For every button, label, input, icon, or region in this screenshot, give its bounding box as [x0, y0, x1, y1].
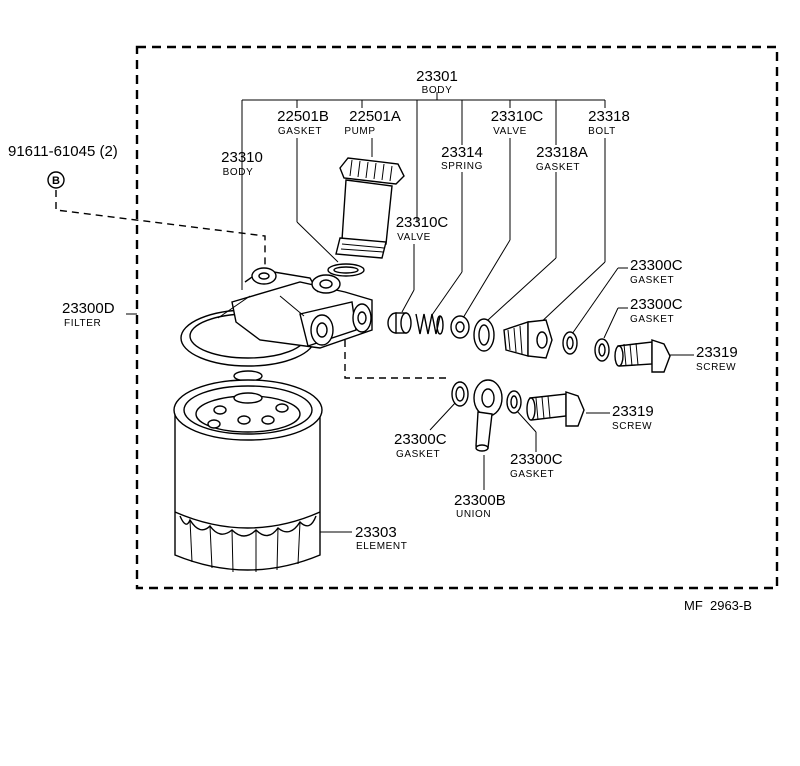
label-23318-number: 23318 — [588, 108, 630, 125]
label-23300c-r2-desc: GASKET — [630, 314, 674, 325]
label-23310c-mid-number: 23310C — [396, 214, 449, 231]
label-23300c-l-desc: GASKET — [396, 449, 440, 460]
assembly-border — [135, 45, 779, 590]
label-22501b-desc: GASKET — [278, 126, 322, 137]
pump-gasket — [327, 263, 365, 277]
label-23319-r2-desc: SCREW — [612, 421, 652, 432]
label-23319-r2-number: 23319 — [612, 403, 654, 420]
label-23300c-r1-desc: GASKET — [630, 275, 674, 286]
bolt-ref-circle — [47, 171, 65, 189]
label-23318a-number: 23318A — [536, 144, 588, 161]
label-23300d-number: 23300D — [62, 300, 115, 317]
label-23310c-top-number: 23310C — [491, 108, 544, 125]
label-23300c-b-number: 23300C — [510, 451, 563, 468]
label-23310-desc: BODY — [223, 167, 254, 178]
filter-head-body — [180, 267, 373, 382]
leader-lines — [126, 92, 694, 533]
valve-row — [387, 312, 671, 373]
label-23310-number: 23310 — [221, 149, 263, 166]
label-23301-desc: BODY — [422, 85, 453, 96]
label-23300c-l-number: 23300C — [394, 431, 447, 448]
figure-code: MF 2963-B — [684, 598, 752, 613]
label-23300c-b-desc: GASKET — [510, 469, 554, 480]
label-23303-desc: ELEMENT — [356, 541, 407, 552]
label-23300b-number: 23300B — [454, 492, 506, 509]
label-23300c-r1-number: 23300C — [630, 257, 683, 274]
label-23301-number: 23301 — [416, 68, 458, 85]
label-23300d-desc: FILTER — [64, 318, 101, 329]
label-23319-r1-desc: SCREW — [696, 362, 736, 373]
filter-element — [173, 379, 323, 573]
label-23319-r1-number: 23319 — [696, 344, 738, 361]
label-bolt-ref-number: 91611-61045 (2) — [8, 143, 118, 160]
label-23310c-top-desc: VALVE — [493, 126, 527, 137]
label-22501b-number: 22501B — [277, 108, 329, 125]
label-23303-number: 23303 — [355, 524, 397, 541]
label-23318a-desc: GASKET — [536, 162, 580, 173]
label-23310c-mid-desc: VALVE — [397, 232, 431, 243]
label-23300c-r2-number: 23300C — [630, 296, 683, 313]
reference-dashes — [55, 190, 450, 379]
label-23318-desc: BOLT — [588, 126, 616, 137]
priming-pump — [335, 157, 405, 259]
label-22501a-number: 22501A — [349, 108, 401, 125]
labels: 23301 BODY 22501B GASKET 22501A PUMP 233… — [8, 68, 752, 613]
label-23314-desc: SPRING — [441, 161, 483, 172]
label-23314-number: 23314 — [441, 144, 483, 161]
label-bolt-ref-marker: B — [52, 175, 60, 187]
label-22501a-desc: PUMP — [344, 126, 375, 137]
label-23300b-desc: UNION — [456, 509, 491, 520]
union-row — [451, 379, 585, 452]
